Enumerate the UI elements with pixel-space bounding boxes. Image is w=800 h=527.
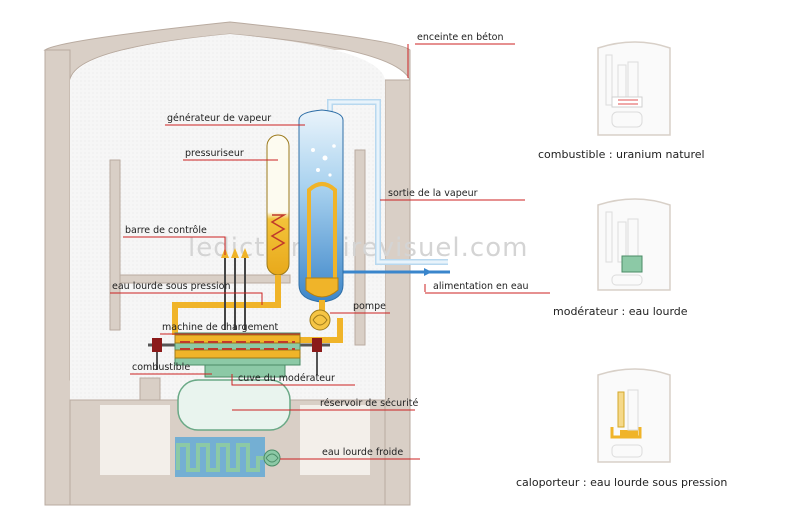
thumbnail-caption-1: combustible : uranium naturel — [538, 148, 705, 161]
thumbnail-caption-3: caloporteur : eau lourde sous pression — [516, 476, 727, 489]
safety-tank — [177, 379, 291, 431]
label-machine: machine de chargement — [162, 322, 279, 333]
pressurizer — [266, 134, 290, 276]
feedwater-pipe — [338, 268, 450, 276]
label-sortie: sortie de la vapeur — [388, 188, 478, 199]
label-eau-froide: eau lourde froide — [322, 447, 403, 458]
concrete-containment — [43, 21, 411, 506]
watermark-text: ledictionnairevisuel.com — [188, 233, 528, 263]
thumbnail-moderateur: modérateur : eau lourde — [553, 198, 688, 318]
thumbnail-combustible: combustible : uranium naturel — [538, 41, 705, 161]
label-pompe: pompe — [353, 301, 386, 312]
thumbnail-caption-2: modérateur : eau lourde — [553, 305, 688, 318]
pump — [309, 309, 331, 331]
label-cuve: cuve du modérateur — [238, 373, 335, 384]
steam-generator — [298, 109, 344, 303]
label-combustible: combustible — [132, 362, 190, 373]
loading-machine — [148, 338, 330, 375]
steam-pipe — [327, 99, 448, 265]
thumbnail-caloporteur: caloporteur : eau lourde sous pression — [516, 368, 727, 489]
label-eau-lourde-pression: eau lourde sous pression — [112, 281, 231, 292]
labels: enceinte en béton générateur de vapeur p… — [112, 32, 529, 458]
label-alimentation: alimentation en eau — [433, 281, 529, 292]
label-barre: barre de contrôle — [125, 225, 207, 236]
reactor-core — [174, 332, 301, 378]
cold-heavy-water — [175, 437, 281, 477]
label-reservoir: réservoir de sécurité — [320, 398, 418, 409]
leader-lines — [110, 43, 550, 460]
label-generateur: générateur de vapeur — [167, 113, 271, 124]
label-enceinte: enceinte en béton — [417, 32, 504, 43]
label-pressuriseur: pressuriseur — [185, 148, 244, 159]
